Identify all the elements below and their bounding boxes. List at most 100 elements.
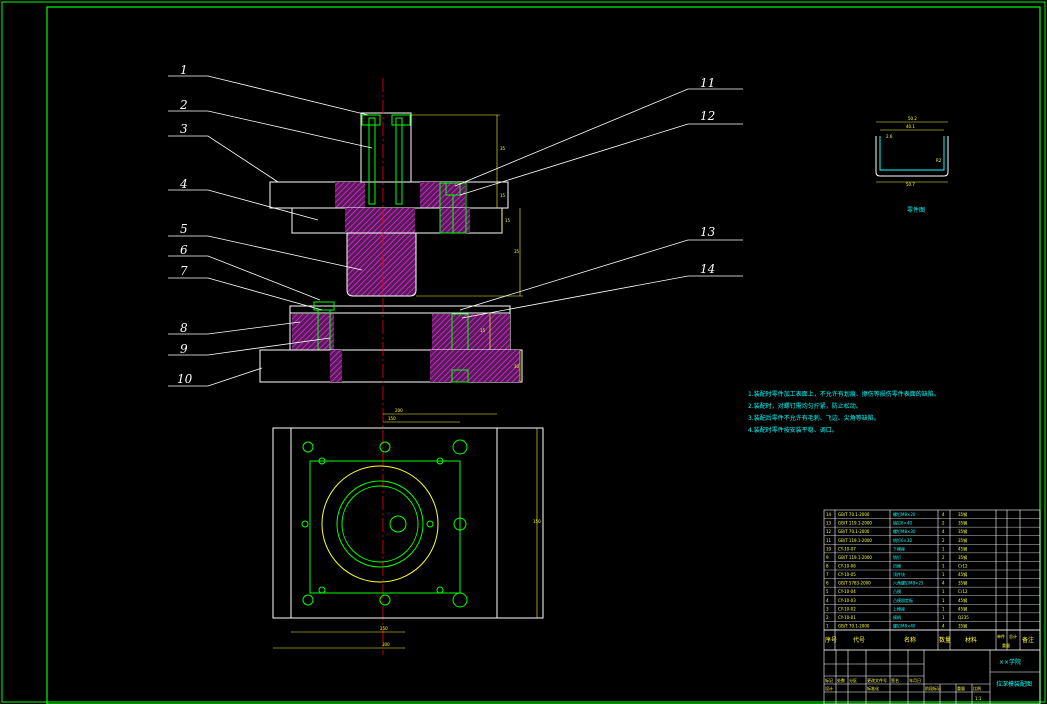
- plan-dim-200: 200: [395, 408, 403, 413]
- bom-cell-qty: 2: [942, 555, 945, 560]
- bom-cell-name: 凸模固定板: [893, 597, 913, 603]
- bom-cell-no: 8: [826, 564, 829, 569]
- title-block: [823, 649, 1041, 704]
- bom-cell-material: 35钢: [958, 580, 967, 586]
- bom-header-material: 材料: [965, 636, 977, 644]
- tech-note-3: 3.装配后零件不允许有毛刺、飞边、尖角等缺陷。: [748, 414, 880, 422]
- bom-header-remark: 备注: [1022, 636, 1034, 644]
- part-label-14: 14: [700, 262, 715, 276]
- bom-cell-code: CY-10-04: [838, 589, 856, 594]
- bom-header-code: 代号: [853, 636, 865, 644]
- bom-cell-material: 45钢: [958, 571, 967, 577]
- bom-cell-code: CY-10-02: [838, 606, 856, 611]
- sign-row-5: 签名: [891, 677, 899, 683]
- bom-cell-no: 7: [826, 572, 829, 577]
- bom-cell-qty: 1: [942, 589, 945, 594]
- plan-dim-300: 300: [382, 642, 390, 647]
- bom-cell-code: CY-10-03: [838, 598, 856, 603]
- detail-view: [875, 121, 949, 183]
- dim-top-4: 35: [514, 249, 520, 254]
- bom-cell-no: 12: [826, 529, 832, 534]
- bom-cell-qty: 1: [942, 615, 945, 620]
- bom-cell-name: 销钉: [893, 554, 901, 560]
- plan-dim-250: 250: [380, 626, 388, 631]
- bom-header-name: 名称: [904, 636, 916, 644]
- part-label-6: 6: [180, 243, 188, 257]
- bom-cell-name: 螺钉M8×30: [893, 528, 916, 534]
- bom-header-total: 总计: [1009, 633, 1017, 639]
- section-view: [259, 78, 523, 655]
- part-label-10: 10: [177, 372, 193, 386]
- part-label-1: 1: [180, 63, 188, 77]
- plan-dim-150a: 150: [388, 416, 396, 421]
- bom-cell-code: CY-10-06: [838, 564, 856, 569]
- bom-cell-qty: 1: [942, 572, 945, 577]
- bom-cell-code: CY-10-01: [838, 615, 856, 620]
- bom-cell-code: GB/T 70.1-2000: [838, 624, 870, 629]
- bom-cell-code: CY-10-05: [838, 572, 856, 577]
- bom-cell-qty: 1: [942, 606, 945, 611]
- dim-top-2: 15: [500, 193, 506, 198]
- sign-row-4: 更改文件号: [867, 677, 887, 683]
- part-label-7: 7: [180, 264, 188, 278]
- bom-cell-material: Cr12: [958, 564, 968, 569]
- part-label-3: 3: [180, 122, 188, 136]
- sign-row-3: 分区: [849, 677, 857, 683]
- bom-cell-code: GB/T 70.1-2000: [838, 512, 870, 517]
- bom-header-qty: 数量: [939, 636, 951, 644]
- bom-cell-qty: 4: [942, 624, 945, 629]
- detail-dim-4: R2: [936, 158, 942, 163]
- bom-cell-no: 3: [826, 606, 829, 611]
- bom-cell-qty: 1: [942, 564, 945, 569]
- bom-cell-qty: 4: [942, 581, 945, 586]
- bom-cell-no: 5: [826, 589, 829, 594]
- bom-cell-name: 顶件块: [893, 571, 905, 577]
- tech-note-1: 1.装配时零件加工表面上，不允许有划痕、擦伤等损伤零件表面的缺陷。: [748, 390, 940, 398]
- part-label-4: 4: [179, 177, 188, 191]
- bom-cell-code: GB/T 119.1-2000: [838, 538, 872, 543]
- sign-row-2: 处数: [837, 677, 845, 683]
- bom-cell-code: CY-10-07: [838, 546, 856, 551]
- role-row-3: 阶段标记: [925, 685, 941, 691]
- bom-cell-material: 45钢: [958, 545, 967, 551]
- bom-header-no: 序号: [825, 636, 837, 644]
- bom-cell-name: 下模座: [893, 545, 905, 551]
- bom-cell-material: 45钢: [958, 597, 967, 603]
- dim-bot-1: 15: [480, 328, 486, 333]
- bom-cell-code: GB/T 70.1-2000: [838, 529, 870, 534]
- role-row-5: 比例: [973, 685, 981, 691]
- part-label-12: 12: [700, 109, 715, 123]
- bom-cell-name: 模柄: [893, 614, 901, 620]
- bom-cell-name: 六角螺钉M8×25: [893, 580, 924, 586]
- role-row-4: 重量: [957, 685, 965, 691]
- sign-row-1: 标记: [825, 677, 833, 683]
- bom-cell-material: 35钢: [958, 528, 967, 534]
- bom-cell-no: 14: [826, 512, 832, 517]
- title-school: ××学院: [999, 658, 1021, 666]
- sign-row-6: 年月日: [909, 677, 921, 683]
- bom-cell-name: 销钉6×30: [893, 537, 912, 543]
- leaders: [168, 75, 743, 387]
- bom-cell-no: 4: [826, 598, 829, 603]
- bom-cell-name: 销钉6×40: [893, 520, 912, 526]
- plan-view: [272, 427, 544, 619]
- plan-dimensions: [273, 413, 538, 649]
- bom-cell-qty: 1: [942, 598, 945, 603]
- bom-cell-name: 上模座: [893, 605, 905, 611]
- part-label-5: 5: [180, 222, 188, 236]
- bom-cell-material: 45钢: [958, 605, 967, 611]
- dim-bot-2: 30: [514, 364, 520, 369]
- title-drawing-name: 拉深模装配图: [996, 680, 1032, 688]
- bom-cell-material: Q235: [958, 615, 969, 620]
- detail-dim-1: 50.2: [908, 116, 917, 121]
- detail-dim-5: 50.7: [906, 182, 915, 187]
- part-label-11: 11: [700, 76, 715, 90]
- bom-cell-name: 螺钉M8×20: [893, 511, 916, 517]
- bom-cell-no: 9: [826, 555, 829, 560]
- plan-dim-150b: 150: [533, 519, 541, 524]
- bom-cell-code: GB/T 119.1-2000: [838, 555, 872, 560]
- part-label-9: 9: [180, 342, 188, 356]
- detail-caption: 零件图: [907, 206, 925, 214]
- part-label-2: 2: [179, 98, 188, 112]
